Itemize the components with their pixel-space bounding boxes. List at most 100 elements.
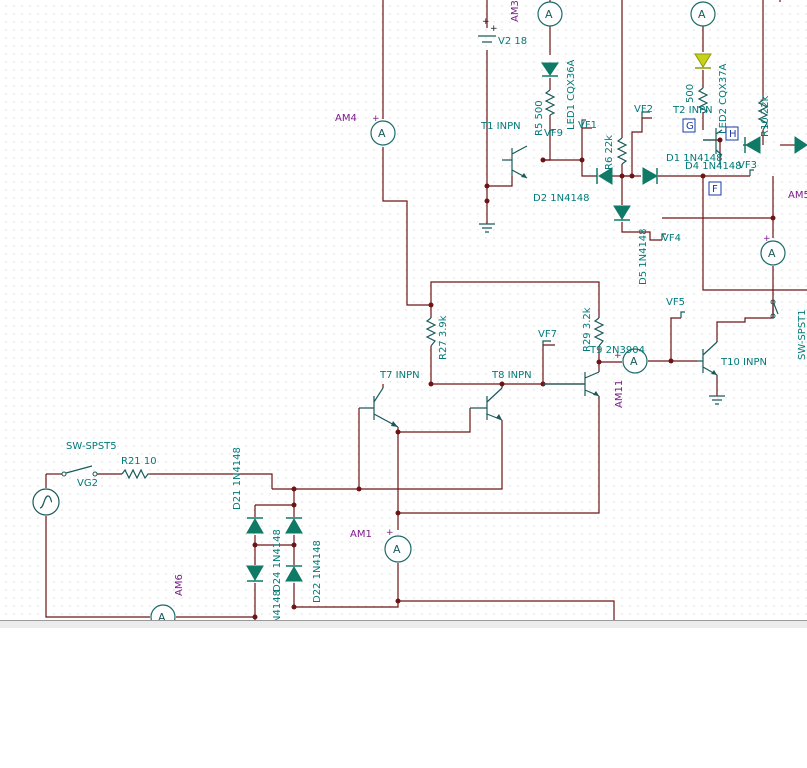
diode-d5[interactable] [613,205,631,221]
resistor-r5[interactable] [544,89,556,116]
junction-dots [252,137,776,620]
voltage-probe-flags [542,111,754,345]
label-d5: D5 1N4148 [638,228,649,285]
ammeter-am2[interactable]: A [690,1,716,27]
label-vf9: VF9 [544,128,563,139]
label-sw-spst5: SW-SPST5 [66,441,117,452]
svg-text:A: A [698,8,706,21]
label-r5: R5 500 [534,100,545,136]
diode-right-edge[interactable] [794,136,807,154]
label-led1: LED1 CQX36A [566,59,577,130]
label-vf2: VF2 [634,104,653,115]
label-am4: AM4 [335,113,357,124]
diode-d22[interactable] [285,565,303,582]
svg-text:H: H [729,129,737,140]
svg-text:+: + [386,528,394,538]
svg-text:F: F [712,184,718,195]
resistor-led2[interactable] [697,87,709,114]
label-vf7: VF7 [538,329,557,340]
svg-text:A: A [630,355,638,368]
label-am6: AM6 [174,574,185,596]
ammeter-am5[interactable]: A + [760,234,786,266]
label-am5: AM5 [788,190,807,201]
resistor-r10[interactable] [757,99,769,131]
diode-d21[interactable] [246,517,264,534]
svg-text:A: A [378,127,386,140]
diode-d1[interactable] [642,167,659,185]
label-r27: R27 3.9k [438,315,449,360]
diode-d2[interactable] [596,167,613,185]
resistor-r29[interactable] [593,317,605,347]
label-vf3: VF3 [738,160,757,171]
svg-text:A: A [768,247,776,260]
switch-spst5[interactable] [61,465,98,477]
node-box-h[interactable]: H [725,126,739,141]
label-d21: D21 1N4148 [232,447,243,510]
schematic-drawing: A + A A A + A + A + A [32,0,807,628]
diode-d24[interactable] [285,517,303,534]
label-r21: R21 10 [121,456,157,467]
label-d22: D22 1N4148 [312,540,323,603]
transistor-t8[interactable] [470,387,503,421]
label-vg2: VG2 [77,478,98,489]
svg-text:+: + [490,24,498,34]
led1-diode[interactable] [541,62,559,77]
label-vf1: VF1 [578,120,597,131]
svg-text:A: A [158,611,166,624]
label-t10: T10 INPN [720,357,767,368]
label-r6: R6 22k [604,135,615,170]
resistor-r27[interactable] [425,317,437,347]
label-d4: D4 1N4148 [685,161,742,172]
ammeter-am1[interactable]: A + [384,528,412,563]
label-r10: R10 22k [760,95,771,137]
label-d24: D24 1N4148 [272,529,283,592]
label-am11: AM11 [614,380,625,408]
label-sw-spst1: SW-SPST1 [797,309,807,360]
label-t1: T1 INPN [480,121,521,132]
transistor-t10[interactable] [697,341,718,376]
label-d1: D1 1N4148 [666,153,723,164]
label-d-bottom: N4148 [272,590,283,623]
transistor-t7[interactable] [359,387,399,428]
label-am1: AM1 [350,529,372,540]
signal-generator-vg2[interactable] [32,488,60,516]
ammeter-am11[interactable]: A + [614,348,648,374]
ammeter-am3[interactable]: A [537,1,563,27]
svg-text:+: + [372,114,380,124]
transistor-t1[interactable] [502,145,528,179]
node-box-f[interactable]: F [708,181,722,196]
label-t8: T8 INPN [491,370,532,381]
label-t7: T7 INPN [379,370,420,381]
label-am3: AM3 [510,0,521,22]
resistor-r21[interactable] [121,468,150,480]
svg-text:A: A [393,543,401,556]
canvas-bottom-border [0,620,807,629]
svg-text:A: A [545,8,553,21]
svg-text:G: G [686,121,694,132]
component-labels: AM4 AM3 AM5 AM1 AM6 AM11 V2 18 LED1 CQX3… [66,0,807,623]
schematic-canvas[interactable]: A + A A A + A + A + A [0,0,807,628]
ground-symbol-t10 [709,395,725,405]
led2-diode[interactable] [694,53,712,69]
svg-text:+: + [482,17,490,27]
svg-text:+: + [763,234,771,244]
ammeter-am4[interactable]: A + [370,114,396,146]
battery-v2[interactable]: + + [478,17,498,43]
label-r29: R29 3.2k [582,307,593,352]
label-v2: V2 18 [498,36,527,47]
transistor-t2[interactable] [703,128,723,156]
resistor-r6[interactable] [616,137,628,165]
ground-symbol-t1 [479,223,495,233]
svg-text:+: + [614,351,622,361]
blank-area [0,628,807,768]
label-vf4: VF4 [662,233,681,244]
label-t9: T9 2N3904 [589,345,645,356]
label-r-500: 500 [685,84,696,103]
switch-spst1[interactable] [770,299,779,319]
node-box-g[interactable]: G [682,118,696,133]
label-vf5: VF5 [666,297,685,308]
diode-d4[interactable] [744,136,761,154]
diode-d-bottom-left[interactable] [246,565,264,582]
label-d2: D2 1N4148 [533,193,590,204]
transistor-t9[interactable] [543,371,600,397]
